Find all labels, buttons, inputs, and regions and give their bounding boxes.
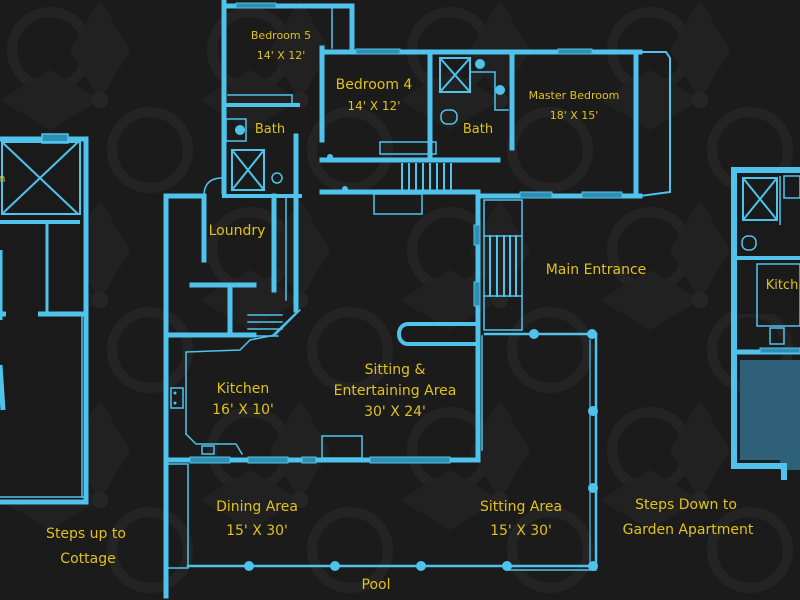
room-dimensions: 15' X 30' bbox=[490, 522, 552, 539]
room-label-kitchen: Kitchen 16' X 10' bbox=[212, 381, 274, 419]
steps-down-garden-label-line1: Steps Down to bbox=[635, 497, 737, 513]
room-dimensions: 14' X 12' bbox=[256, 49, 306, 63]
room-name: Sitting Area bbox=[479, 499, 563, 515]
room-name: Bath bbox=[462, 122, 494, 137]
room-name: Dining Area bbox=[216, 499, 298, 515]
cottage-structure bbox=[0, 133, 89, 505]
room-dimensions: 14' X 12' bbox=[347, 98, 401, 113]
room-label-master-bedroom: Master Bedroom 18' X 15' bbox=[529, 89, 620, 122]
terrace-posts bbox=[244, 329, 598, 571]
room-label-bedroom-4: Bedroom 4 14' X 12' bbox=[336, 77, 413, 113]
partial-room-label-left: n bbox=[0, 172, 6, 185]
room-name: Kitchen bbox=[216, 381, 270, 397]
room-name: Bedroom 4 bbox=[335, 77, 413, 93]
garden-apartment-structure bbox=[731, 167, 800, 480]
room-dimensions: 18' X 15' bbox=[549, 109, 599, 123]
steps-up-cottage-label-line2: Cottage bbox=[60, 551, 116, 567]
room-name: Master Bedroom bbox=[528, 89, 620, 102]
room-dimensions: 30' X 24' bbox=[364, 403, 426, 420]
room-label-loundry: Loundry bbox=[209, 223, 266, 240]
main-house-walls bbox=[163, 0, 671, 599]
room-name: Bath bbox=[254, 122, 286, 137]
main-entrance-label: Main Entrance bbox=[545, 262, 647, 278]
room-label-bedroom-5: Bedroom 5 14' X 12' bbox=[251, 29, 311, 62]
pool-label: Pool bbox=[361, 577, 391, 593]
room-dimensions: 15' X 30' bbox=[226, 522, 288, 539]
room-name: Loundry bbox=[208, 223, 266, 239]
room-name: Bedroom 5 bbox=[250, 29, 312, 42]
room-name-line1: Sitting & bbox=[364, 362, 426, 378]
steps-down-garden-label-line2: Garden Apartment bbox=[622, 522, 754, 538]
steps-up-cottage-label-line1: Steps up to bbox=[46, 526, 126, 542]
room-label-sitting-entertaining: Sitting & Entertaining Area 30' X 24' bbox=[334, 362, 457, 420]
room-label-bath-1: Bath bbox=[255, 122, 285, 138]
room-label-sitting-area: Sitting Area 15' X 30' bbox=[480, 499, 562, 540]
room-dimensions: 16' X 10' bbox=[212, 401, 274, 418]
room-label-bath-2: Bath bbox=[463, 122, 493, 138]
room-name-line2: Entertaining Area bbox=[333, 382, 457, 399]
room-label-dining-area: Dining Area 15' X 30' bbox=[216, 499, 298, 540]
partial-room-label-kitchen-right: Kitch bbox=[765, 278, 799, 293]
